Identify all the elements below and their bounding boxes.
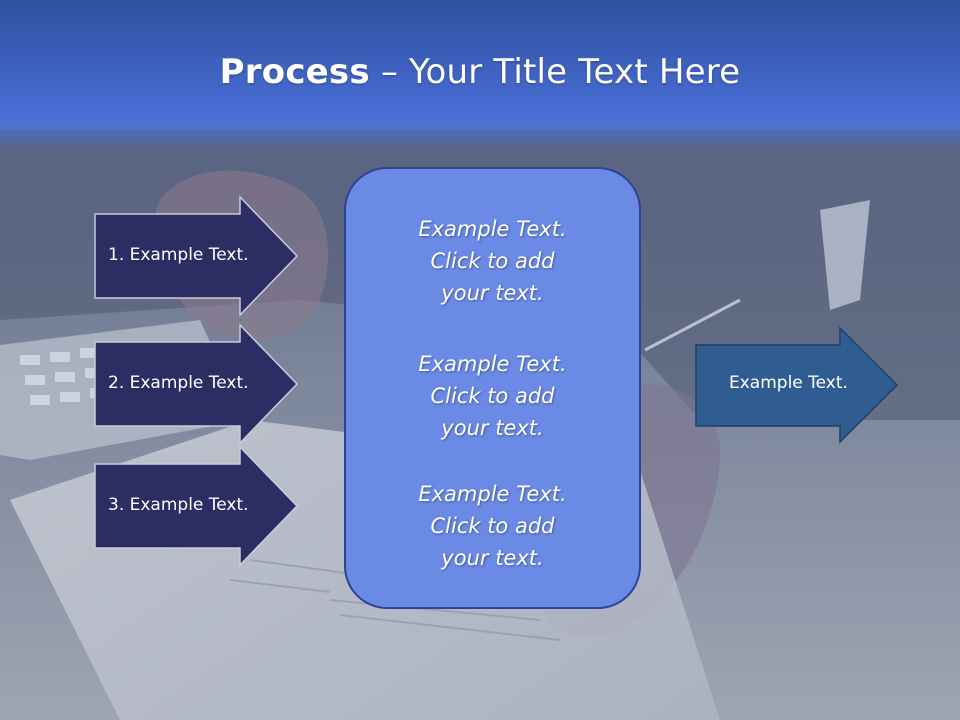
panel-line: Example Text. — [418, 352, 567, 376]
left-arrow-2[interactable] — [94, 323, 299, 445]
title-separator: – — [369, 52, 410, 92]
left-arrow-3-label: 3. Example Text. — [108, 495, 249, 515]
left-arrow-2-label: 2. Example Text. — [108, 373, 249, 393]
left-arrow-1[interactable] — [94, 195, 299, 317]
left-arrow-1-label: 1. Example Text. — [108, 245, 249, 265]
slide-title: Process – Your Title Text Here — [0, 52, 960, 92]
panel-text-block-3[interactable]: Example Text. Click to add your text. — [345, 478, 640, 574]
title-text: Your Title Text Here — [409, 52, 741, 92]
title-bold: Process — [219, 52, 370, 92]
center-panel[interactable] — [344, 167, 641, 609]
panel-line: Click to add — [430, 514, 555, 538]
panel-line: your text. — [441, 281, 544, 305]
panel-line: your text. — [441, 416, 544, 440]
panel-line: Click to add — [430, 384, 555, 408]
panel-line: Example Text. — [418, 217, 567, 241]
panel-line: Example Text. — [418, 482, 567, 506]
panel-line: Click to add — [430, 249, 555, 273]
panel-text-block-1[interactable]: Example Text. Click to add your text. — [345, 213, 640, 309]
header-band — [0, 0, 960, 150]
panel-text-block-2[interactable]: Example Text. Click to add your text. — [345, 348, 640, 444]
left-arrow-3[interactable] — [94, 445, 299, 567]
right-arrow-label: Example Text. — [729, 373, 848, 393]
panel-line: your text. — [441, 546, 544, 570]
right-arrow[interactable] — [695, 326, 899, 444]
